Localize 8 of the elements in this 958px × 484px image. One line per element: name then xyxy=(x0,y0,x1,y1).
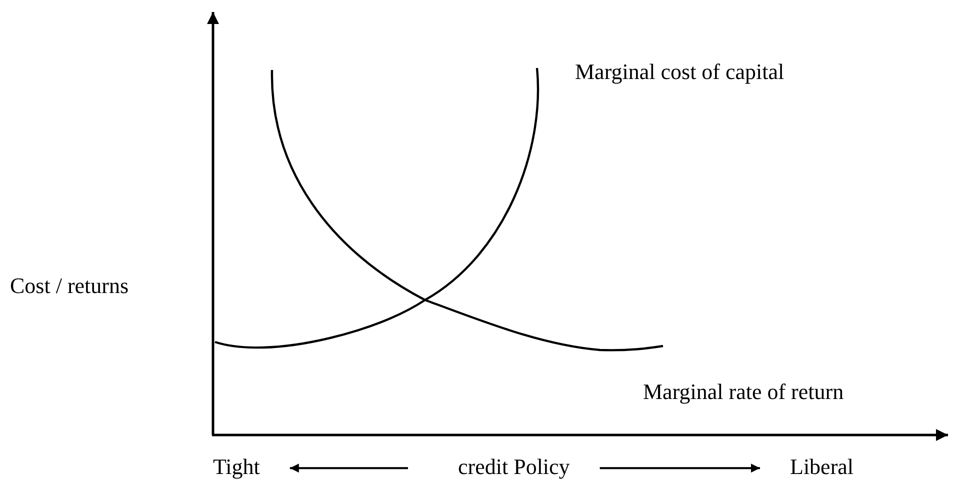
scale-label: credit Policy xyxy=(458,455,570,480)
axis-label: Cost / returns xyxy=(10,274,129,298)
axis-label: Marginal cost of capital xyxy=(575,60,784,84)
arrow xyxy=(290,464,408,473)
axis-label: Marginal rate of return xyxy=(643,380,844,404)
scale-label: Tight xyxy=(213,455,260,480)
arrow xyxy=(600,464,760,473)
scale-label: Liberal xyxy=(790,455,854,480)
